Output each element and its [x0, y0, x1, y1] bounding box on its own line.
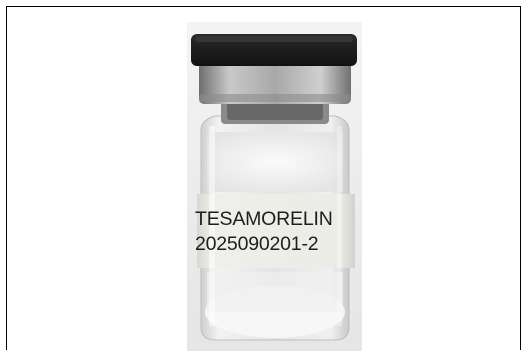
vial-label-lot-number: 2025090201-2 — [195, 233, 319, 255]
image-frame: TESAMORELIN 2025090201-2 — [6, 6, 521, 351]
vial-label-name: TESAMORELIN — [195, 208, 333, 230]
crimp-seal — [199, 62, 351, 104]
powder-upper — [207, 132, 343, 192]
vial-photo: TESAMORELIN 2025090201-2 — [187, 22, 362, 351]
vial-label — [197, 194, 355, 268]
vial-illustration — [191, 34, 357, 341]
